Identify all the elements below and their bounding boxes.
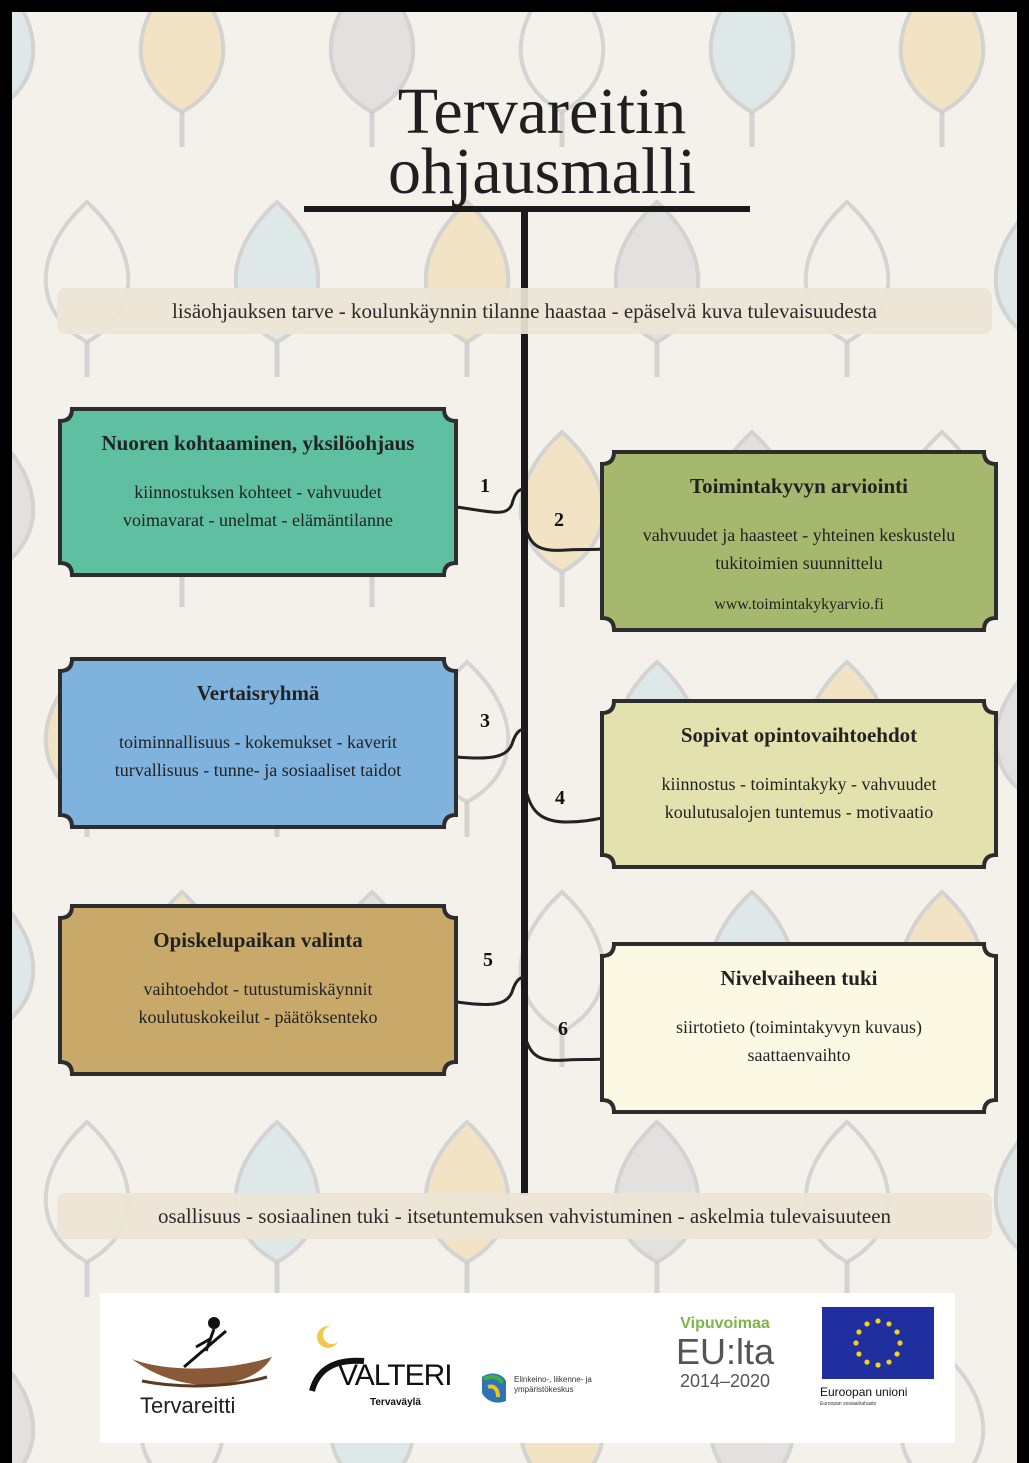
step-line-6b: saattaenvaihto <box>747 1045 851 1065</box>
connector-lines <box>456 488 603 1062</box>
top-banner: lisäohjauksen tarve - koulunkäynnin tila… <box>57 288 992 334</box>
box-content: Nivelvaiheen tuki siirtotieto (toimintak… <box>600 942 998 1069</box>
step-box-3: Vertaisryhmä toiminnallisuus - kokemukse… <box>58 657 458 829</box>
step-number-2: 2 <box>554 509 564 531</box>
step-title-1: Nuoren kohtaaminen, yksilöohjaus <box>101 431 415 455</box>
box-frame <box>58 407 458 577</box>
step-line-1b: voimavarat - unelmat - elämäntilanne <box>123 510 393 530</box>
eu-star <box>856 1351 862 1357</box>
title-line-1: Tervareitin <box>397 75 687 148</box>
step-line-4b: koulutusalojen tuntemus - motivaatio <box>664 802 934 822</box>
vipuvoimaa-logo: Vipuvoimaa EU:lta 2014–2020 <box>660 1315 790 1425</box>
step-title-4: Sopivat opintovaihtoehdot <box>680 723 918 747</box>
eu-star <box>875 1318 881 1324</box>
valteri-logo: VALTERI Tervaväylä <box>308 1323 458 1423</box>
step-line-5a: vaihtoehdot - tutustumiskäynnit <box>143 979 373 999</box>
box-frame <box>600 699 998 869</box>
step-url-2: www.toimintakykyarvio.fi <box>714 596 884 613</box>
eu-star <box>886 1321 892 1327</box>
sun-icon <box>317 1326 341 1348</box>
vipuvoimaa-text: Vipuvoimaa <box>680 1315 770 1332</box>
leaf-shape <box>993 220 1017 331</box>
leaf-shape <box>12 910 36 1021</box>
eu-star <box>894 1329 900 1335</box>
step-box-1: Nuoren kohtaaminen, yksilöohjaus kiinnos… <box>58 407 458 577</box>
years-text: 2014–2020 <box>679 1371 771 1391</box>
step-line-5b: koulutuskokeilut - päätöksenteko <box>138 1007 378 1027</box>
ely-emblem-icon <box>482 1373 506 1403</box>
step-box-2: Toimintakyvyn arviointi vahvuudet ja haa… <box>600 450 998 632</box>
title-underline <box>304 206 750 212</box>
eu-lta-text: EU:lta <box>675 1331 775 1372</box>
box-content: Vertaisryhmä toiminnallisuus - kokemukse… <box>58 657 458 784</box>
step-line-6a: siirtotieto (toimintakyvyn kuvaus) <box>676 1017 922 1037</box>
step-title-5: Opiskelupaikan valinta <box>153 928 363 952</box>
tervareitti-text: Tervareitti <box>140 1393 236 1418</box>
eu-star <box>894 1351 900 1357</box>
ely-logo: Elinkeino-, liikenne- ja ympäristökeskus <box>480 1371 630 1411</box>
eu-text: Euroopan unioni <box>820 1385 908 1399</box>
step-line-2b: tukitoimien suunnittelu <box>715 553 883 573</box>
step-number-4: 4 <box>555 787 565 809</box>
tervareitti-logo: Tervareitti <box>122 1311 282 1426</box>
box-frame <box>600 942 998 1114</box>
partner-logos: Tervareitti VALTERI Tervaväylä <box>100 1293 955 1443</box>
swoosh-icon <box>309 1357 365 1392</box>
leaf-shape <box>12 12 36 101</box>
poster-title: Tervareitin ohjausmalli <box>292 75 792 208</box>
timeline-stem <box>521 210 528 1195</box>
leaf-shape <box>12 1370 36 1463</box>
step-number-6: 6 <box>558 1018 568 1040</box>
box-content: Toimintakyvyn arviointi vahvuudet ja haa… <box>600 450 998 619</box>
box-frame <box>58 904 458 1076</box>
step-number-5: 5 <box>483 949 493 971</box>
step-box-6: Nivelvaiheen tuki siirtotieto (toimintak… <box>600 942 998 1114</box>
title-line-2: ohjausmalli <box>388 135 696 208</box>
step-title-6: Nivelvaiheen tuki <box>720 966 878 990</box>
box-frame <box>600 450 998 632</box>
leaf-shape <box>993 680 1017 791</box>
step-box-4: Sopivat opintovaihtoehdot kiinnostus - t… <box>600 699 998 869</box>
step-number-3: 3 <box>480 710 490 732</box>
step-line-3b: turvallisuus - tunne- ja sosiaaliset tai… <box>114 760 402 780</box>
bottom-banner: osallisuus - sosiaalinen tuki - itsetunt… <box>57 1193 992 1239</box>
eu-star <box>875 1362 881 1368</box>
eu-star <box>864 1321 870 1327</box>
valteri-subtext: Tervaväylä <box>370 1397 421 1408</box>
leaf-shape <box>993 1140 1017 1251</box>
box-content: Opiskelupaikan valinta vaihtoehdot - tut… <box>58 904 458 1031</box>
eu-flag-icon <box>822 1307 934 1379</box>
eu-star <box>886 1359 892 1365</box>
leaf-shape <box>12 450 36 561</box>
valteri-text: VALTERI <box>338 1359 453 1392</box>
eu-logo: Euroopan unioni Euroopan sosiaalirahasto <box>816 1307 942 1433</box>
step-title-2: Toimintakyvyn arviointi <box>689 474 909 498</box>
box-frame <box>58 657 458 829</box>
ely-text: Elinkeino-, liikenne- ja ympäristökeskus <box>514 1375 592 1394</box>
box-content: Nuoren kohtaaminen, yksilöohjaus kiinnos… <box>58 407 458 534</box>
eu-subtext: Euroopan sosiaalirahasto <box>820 1401 877 1407</box>
canoe-icon <box>132 1317 272 1388</box>
step-line-3a: toiminnallisuus - kokemukset - kaverit <box>119 732 397 752</box>
poster-canvas: Tervareitin ohjausmalli lisäohjauksen ta… <box>12 12 1017 1463</box>
eu-star <box>853 1340 859 1346</box>
step-line-2a: vahvuudet ja haasteet - yhteinen keskust… <box>642 525 956 545</box>
eu-star <box>856 1329 862 1335</box>
step-title-3: Vertaisryhmä <box>196 681 320 705</box>
step-box-5: Opiskelupaikan valinta vaihtoehdot - tut… <box>58 904 458 1076</box>
eu-star <box>864 1359 870 1365</box>
box-content: Sopivat opintovaihtoehdot kiinnostus - t… <box>600 699 998 826</box>
step-line-4a: kiinnostus - toimintakyky - vahvuudet <box>661 774 937 794</box>
step-number-1: 1 <box>480 475 490 497</box>
eu-star <box>897 1340 903 1346</box>
step-line-1a: kiinnostuksen kohteet - vahvuudet <box>134 482 382 502</box>
